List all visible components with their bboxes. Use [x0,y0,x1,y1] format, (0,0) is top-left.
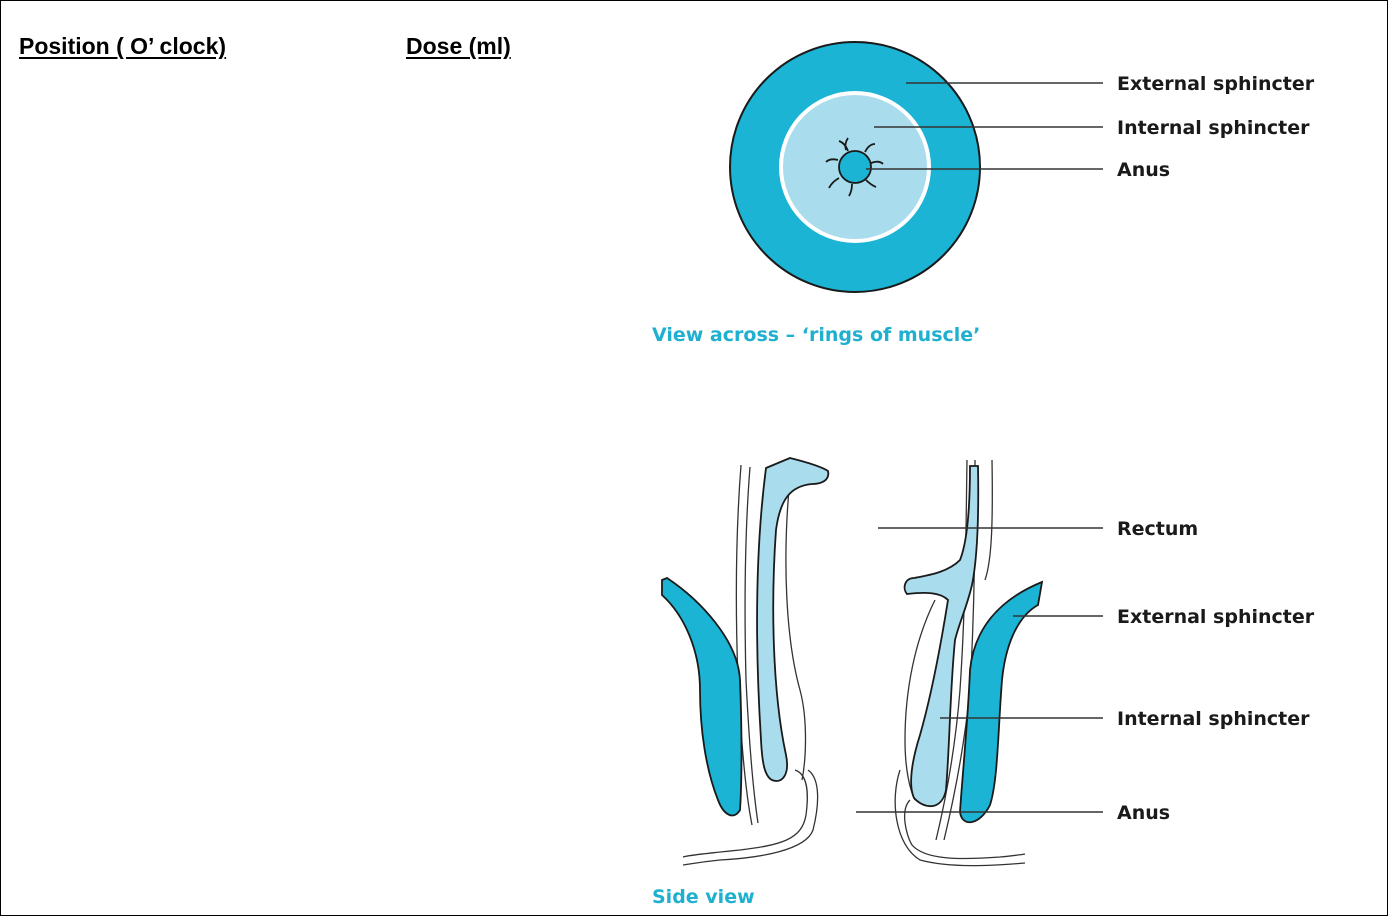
left-mucosa-line [786,478,806,780]
label-external-sphincter-top: External sphincter [1117,73,1315,95]
label-anus-side: Anus [1117,802,1170,824]
caption-side-view: Side view [652,886,755,908]
anus-center [839,151,871,183]
label-internal-sphincter-side: Internal sphincter [1117,708,1310,730]
external-sphincter-left [662,578,742,815]
external-sphincter-right [960,582,1042,822]
label-external-sphincter-side: External sphincter [1117,606,1315,628]
label-anus-top: Anus [1117,159,1170,181]
label-internal-sphincter-top: Internal sphincter [1117,117,1310,139]
left-wall-line [745,467,758,823]
side-view-diagram: Rectum External sphincter Internal sphin… [652,458,1315,908]
internal-sphincter-left [757,458,828,781]
caption-top-view: View across – ‘rings of muscle’ [652,324,980,346]
top-view-diagram: External sphincter Internal sphincter An… [652,42,1315,346]
right-wall-line [985,460,992,580]
label-rectum: Rectum [1117,518,1198,540]
